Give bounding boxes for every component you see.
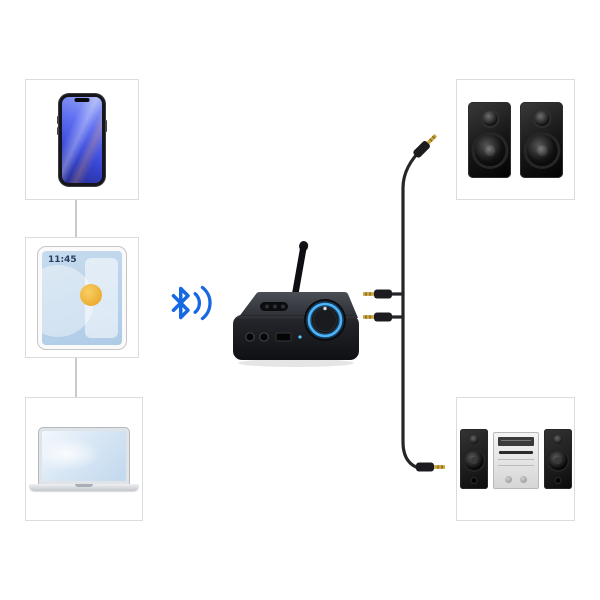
laptop-display xyxy=(42,431,126,481)
speaker-right xyxy=(520,101,563,178)
speakers-icon xyxy=(468,101,563,178)
tablet-wallpaper-sun xyxy=(80,283,102,306)
node-laptop xyxy=(25,397,143,521)
smartphone-volume-button xyxy=(57,115,59,124)
stereo-speaker-left xyxy=(459,429,488,489)
node-bookshelf-speakers xyxy=(456,79,575,200)
tweeter-icon xyxy=(534,110,549,126)
bluetooth-link xyxy=(158,272,220,334)
node-tablet: 11:45 xyxy=(25,237,139,358)
smartphone-power-button xyxy=(105,119,107,132)
node-stereo-system xyxy=(456,397,575,521)
speaker-left xyxy=(468,101,511,178)
stereo-system-icon xyxy=(459,429,572,489)
cd-slot xyxy=(498,451,533,454)
tweeter-icon xyxy=(553,435,562,444)
jack-plug-to-device-1-icon xyxy=(363,289,392,299)
panel-line xyxy=(497,459,534,460)
smartphone-icon xyxy=(57,93,107,186)
knob-icon xyxy=(519,476,527,483)
device-ports xyxy=(245,332,302,342)
laptop-screen xyxy=(38,427,130,485)
stereo-display xyxy=(497,437,534,446)
smartphone-volume-button xyxy=(57,126,59,135)
tweeter-icon xyxy=(469,435,478,444)
jack-plug-to-stereo-icon xyxy=(416,462,445,472)
jack-plug-to-speakers-icon xyxy=(412,132,439,159)
device-buttons xyxy=(260,302,288,311)
stereo-main-unit xyxy=(492,432,539,489)
jack-plug-to-device-2-icon xyxy=(363,312,392,322)
tablet-icon: 11:45 xyxy=(37,245,127,350)
bluetooth-icon xyxy=(171,285,212,321)
bass-port-icon xyxy=(554,477,561,484)
woofer-icon xyxy=(526,134,557,166)
node-smartphone xyxy=(25,79,139,200)
audio-cable-trunk xyxy=(401,145,426,469)
laptop-base xyxy=(29,484,139,491)
panel-line xyxy=(497,465,534,466)
node-bt-transmitter xyxy=(226,236,362,368)
volume-knob xyxy=(304,299,346,341)
laptop-icon xyxy=(29,427,139,491)
tweeter-icon xyxy=(482,110,497,126)
smartphone-screen xyxy=(62,96,102,183)
smartphone-camera-island xyxy=(74,97,90,102)
bluetooth-transmitter-icon xyxy=(233,241,359,367)
woofer-icon xyxy=(474,134,505,166)
bass-port-icon xyxy=(470,477,477,484)
woofer-icon xyxy=(464,451,483,470)
stereo-speaker-right xyxy=(543,429,572,489)
knob-icon xyxy=(504,476,512,483)
tablet-screen: 11:45 xyxy=(42,250,122,345)
tablet-clock-text: 11:45 xyxy=(48,254,77,265)
device-shadow xyxy=(238,359,354,367)
stereo-knobs xyxy=(494,476,538,483)
woofer-icon xyxy=(548,451,567,470)
